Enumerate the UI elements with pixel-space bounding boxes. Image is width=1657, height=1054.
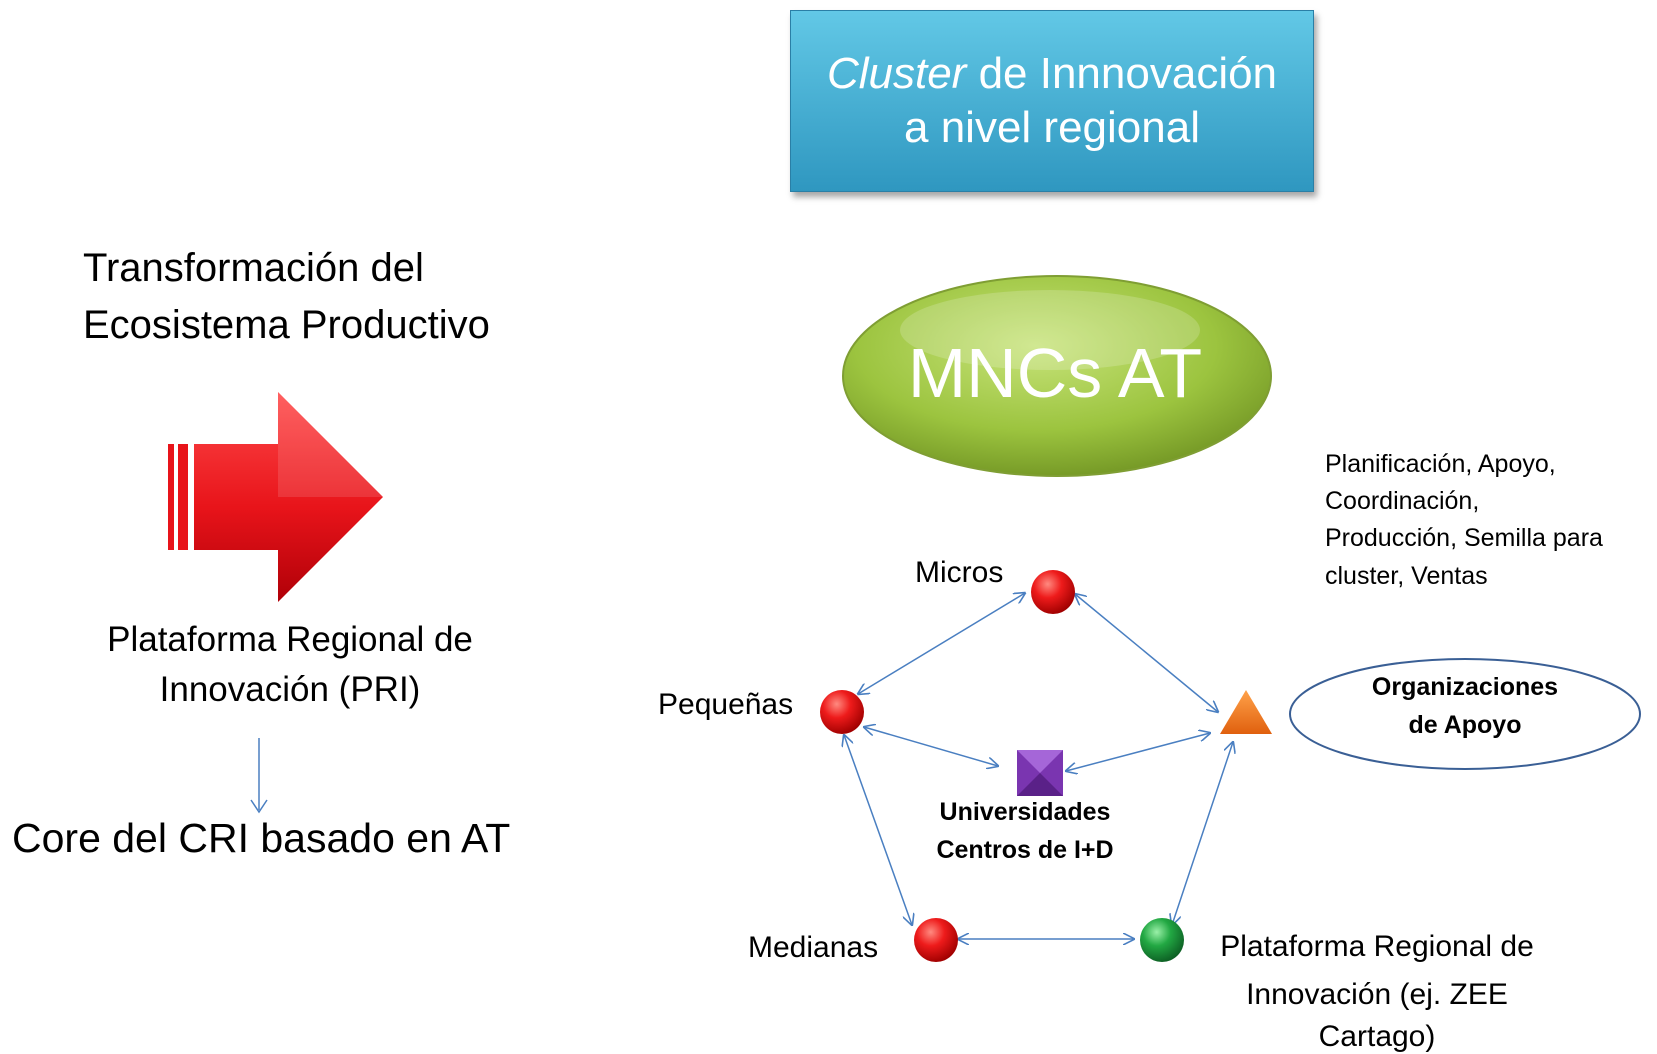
connector-pequenas-medianas xyxy=(844,735,912,925)
node-medianas xyxy=(914,918,958,962)
label-micros: Micros xyxy=(915,556,1004,589)
label-medianas: Medianas xyxy=(748,931,879,964)
label-organizaciones-line2: de Apoyo xyxy=(1408,711,1522,739)
connector-micros-organizaciones xyxy=(1075,594,1218,712)
mncs-label: MNCs AT xyxy=(907,334,1203,412)
node-plataforma xyxy=(1140,918,1184,962)
transformation-title-line2: Ecosistema Productivo xyxy=(83,303,490,347)
label-plataforma-line2: Innovación (ej. ZEE xyxy=(1246,978,1508,1011)
label-pequenas: Pequeñas xyxy=(658,688,794,721)
transformation-arrow-icon xyxy=(168,392,383,602)
node-pequenas xyxy=(820,690,864,734)
pri-line1: Plataforma Regional de xyxy=(107,620,473,659)
label-plataforma-line3: Cartago) xyxy=(1318,1020,1436,1053)
connector-micros-pequenas xyxy=(858,593,1025,694)
label-organizaciones-line1: Organizaciones xyxy=(1371,673,1559,701)
connector-universidades-organizaciones xyxy=(1066,733,1210,771)
down-arrow-icon xyxy=(250,738,268,814)
cluster-title-box: Cluster de Innnovación a nivel regional xyxy=(790,10,1314,192)
label-plataforma-line1: Plataforma Regional de xyxy=(1220,930,1534,963)
transformation-title-line1: Transformación del xyxy=(83,246,424,290)
connector-organizaciones-plataforma xyxy=(1172,742,1233,925)
node-organizaciones xyxy=(1220,690,1272,734)
functions-line1: Planificación, Apoyo, xyxy=(1325,450,1556,478)
functions-line2: Coordinación, xyxy=(1325,487,1480,515)
node-micros xyxy=(1031,570,1075,614)
cluster-title-line2: a nivel regional xyxy=(904,103,1200,152)
core-label: Core del CRI basado en AT xyxy=(12,815,511,861)
pri-line2: Innovación (PRI) xyxy=(159,670,421,709)
connector-pequenas-universidades xyxy=(864,727,998,766)
label-universidades-line2: Centros de I+D xyxy=(936,836,1114,864)
organizaciones-ellipse xyxy=(1289,658,1641,770)
label-universidades: Universidades Centros de I+D xyxy=(915,793,1135,869)
cluster-title-line1: Cluster de Innnovación xyxy=(826,49,1278,98)
label-universidades-line1: Universidades xyxy=(939,798,1111,826)
node-universidades xyxy=(1017,750,1063,796)
connectors xyxy=(844,593,1233,939)
label-organizaciones: Organizaciones de Apoyo xyxy=(1289,668,1641,744)
functions-line4: cluster, Ventas xyxy=(1325,562,1488,590)
functions-line3: Producción, Semilla para xyxy=(1325,524,1603,552)
mncs-ellipse xyxy=(842,275,1272,477)
